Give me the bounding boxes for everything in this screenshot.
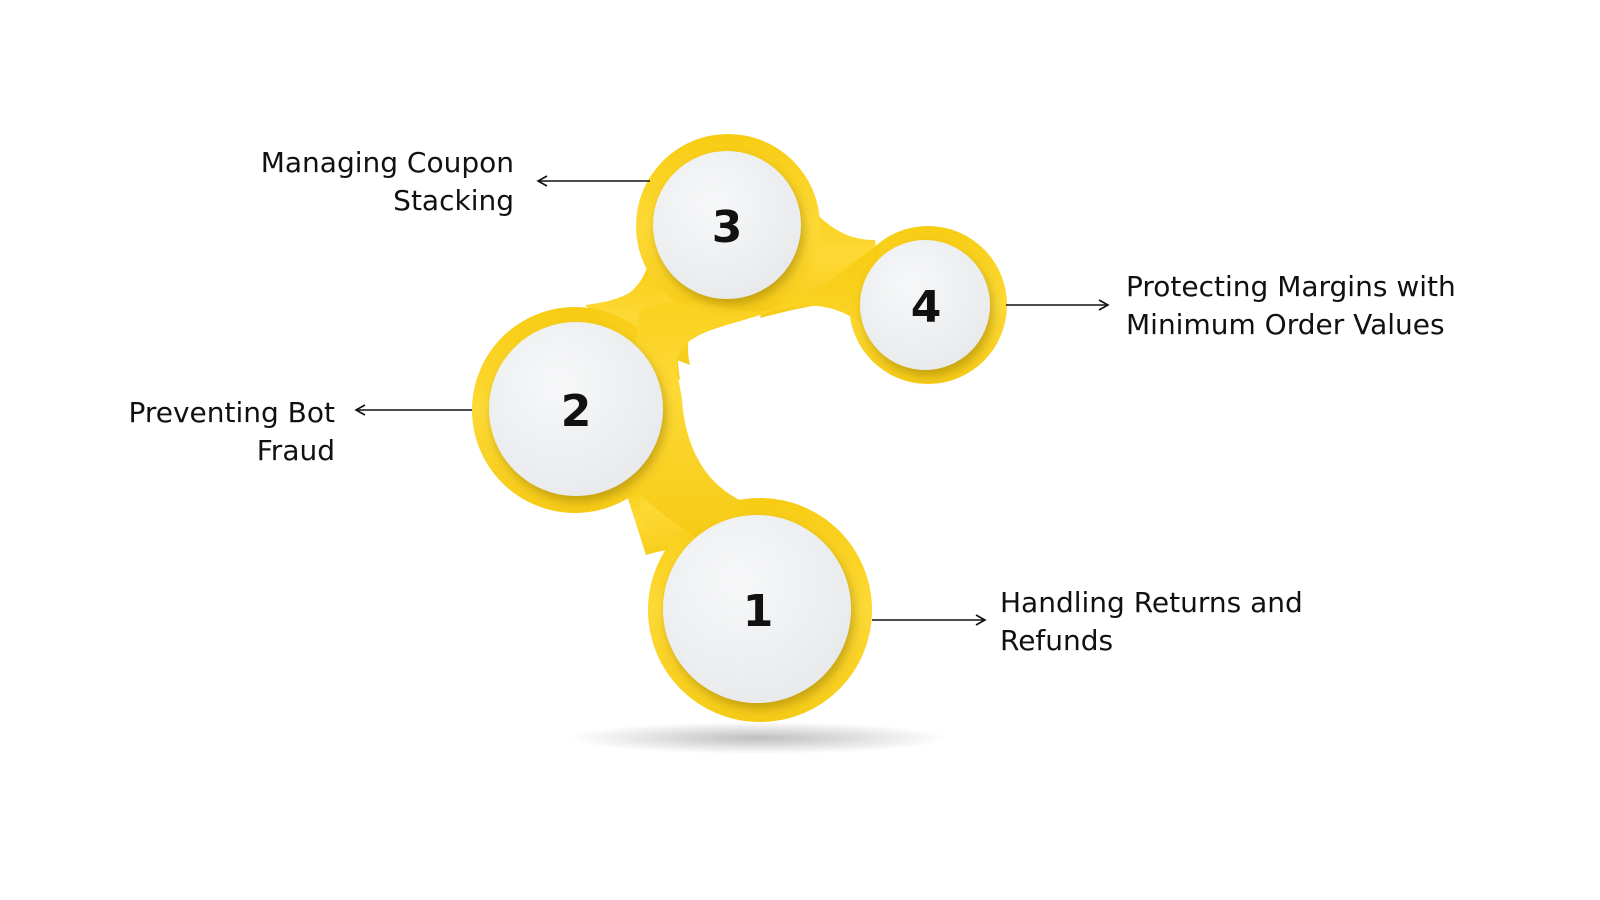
step-circle-3 [653,151,801,299]
step-circle-1 [663,515,851,703]
yellow-fillets [620,245,880,540]
step-label-2: Preventing Bot Fraud [128,396,335,467]
step-number-2: 2 [561,386,592,437]
step-label-3: Managing Coupon Stacking [260,146,514,217]
step-number-1: 1 [743,586,774,637]
step-circle-2 [489,322,663,496]
connector-arrows [354,175,1110,626]
ground-shadow [568,722,948,754]
step-label-1: Handling Returns and Refunds [1000,586,1303,657]
step-label-4: Protecting Margins with Minimum Order Va… [1126,270,1456,341]
step-circle-4 [860,240,990,370]
step-number-4: 4 [911,282,942,333]
step-number-3: 3 [712,202,743,253]
step-circles [489,151,990,703]
